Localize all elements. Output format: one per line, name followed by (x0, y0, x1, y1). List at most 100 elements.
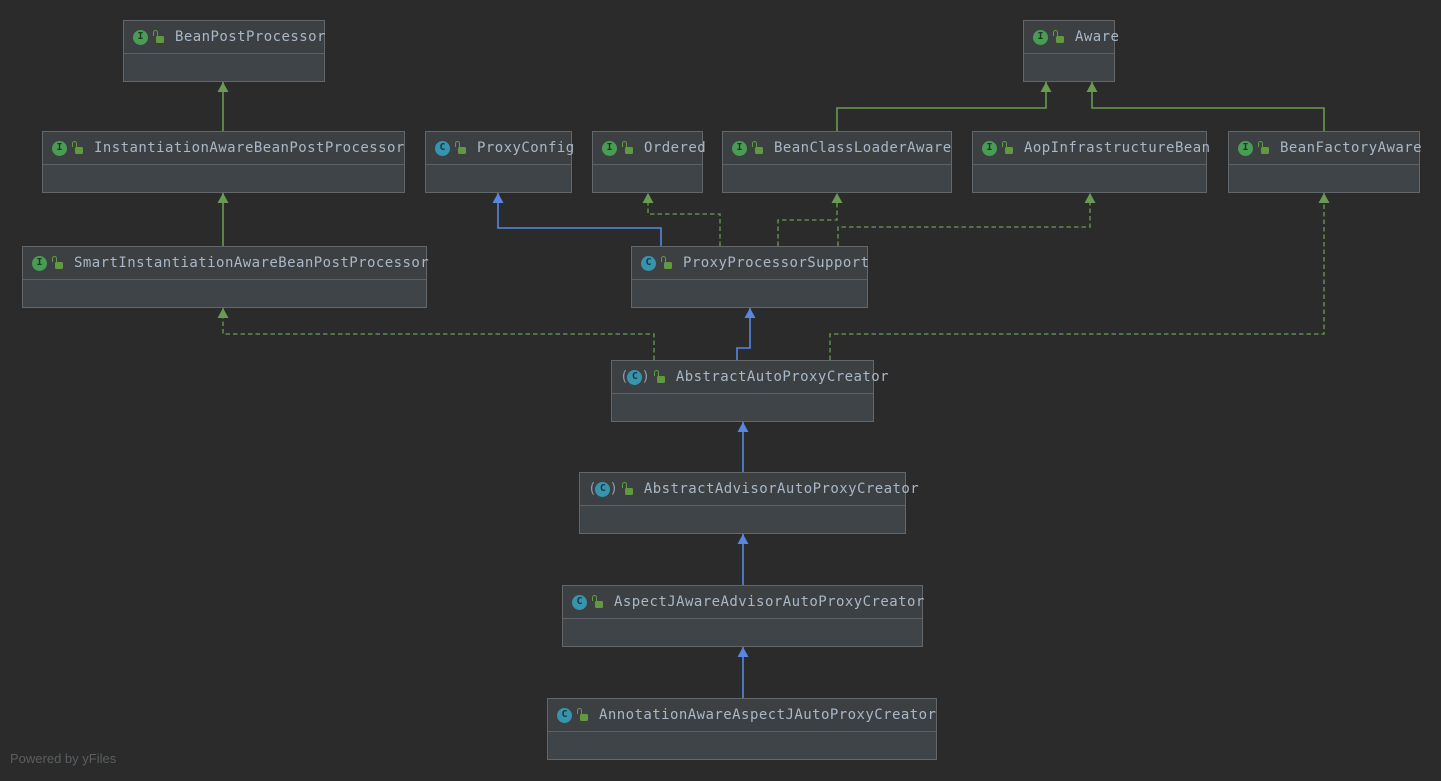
public-unlocked-lock-icon (72, 141, 84, 155)
members-compartment (43, 165, 404, 192)
members-compartment (426, 165, 571, 192)
inheritance-arrowhead (1084, 193, 1096, 203)
members-compartment (23, 280, 426, 307)
members-compartment (1229, 165, 1419, 192)
members-compartment (563, 619, 922, 646)
class-name-label: AopInfrastructureBean (1024, 140, 1211, 156)
inheritance-arrowhead (1040, 82, 1052, 92)
node-title-bar: C AspectJAwareAdvisorAutoProxyCreator (563, 586, 925, 619)
inheritance-arrowhead (217, 82, 229, 92)
inheritance-arrowhead (1318, 193, 1330, 203)
interface-icon: I (32, 255, 47, 271)
members-compartment (723, 165, 951, 192)
public-unlocked-lock-icon (52, 256, 64, 270)
class-name-label: ProxyConfig (477, 140, 575, 156)
edge-BeanClassLoaderAware-extends-Aware (836, 82, 1047, 131)
members-compartment (593, 165, 702, 192)
members-compartment (632, 280, 867, 307)
class-node-ProxyProcessorSupport[interactable]: C ProxyProcessorSupport (631, 246, 870, 308)
public-unlocked-lock-icon (153, 30, 165, 44)
class-name-label: Aware (1075, 29, 1120, 45)
public-unlocked-lock-icon (592, 595, 604, 609)
interface-icon: I (732, 140, 747, 156)
class-name-label: BeanPostProcessor (175, 29, 326, 45)
class-node-AbstractAutoProxyCreator[interactable]: (C) AbstractAutoProxyCreator (611, 360, 889, 422)
class-icon: C (557, 707, 572, 723)
class-node-SmartInstantiationAwareBeanPostProcessor[interactable]: I SmartInstantiationAwareBeanPostProcesso… (22, 246, 430, 308)
class-name-label: SmartInstantiationAwareBeanPostProcessor (74, 255, 430, 271)
edge-BeanFactoryAware-extends-Aware (1091, 82, 1325, 131)
class-icon: C (572, 594, 587, 610)
class-name-label: ProxyProcessorSupport (683, 255, 870, 271)
edge-ProxyProcessorSupport-extends-ProxyConfig (497, 193, 662, 246)
inheritance-arrowhead (1086, 82, 1098, 92)
inheritance-arrowhead (492, 193, 504, 203)
edge-ProxyProcessorSupport-implements-Ordered (647, 193, 721, 246)
node-title-bar: C AnnotationAwareAspectJAutoProxyCreator (548, 699, 936, 732)
class-icon: C (435, 140, 450, 156)
interface-icon: I (1238, 140, 1253, 156)
edge-AbstractAutoProxyCreator-extends-ProxyProcessorSupport (736, 308, 751, 360)
members-compartment (580, 506, 905, 533)
class-icon: C (641, 255, 656, 271)
members-compartment (612, 394, 873, 421)
members-compartment (973, 165, 1206, 192)
node-title-bar: I AopInfrastructureBean (973, 132, 1210, 165)
class-node-AnnotationAwareAspectJAutoProxyCreator[interactable]: C AnnotationAwareAspectJAutoProxyCreator (547, 698, 937, 760)
class-node-ProxyConfig[interactable]: C ProxyConfig (425, 131, 574, 193)
class-node-BeanFactoryAware[interactable]: I BeanFactoryAware (1228, 131, 1423, 193)
interface-icon: I (602, 140, 617, 156)
class-name-label: AbstractAdvisorAutoProxyCreator (643, 481, 920, 497)
powered-by-yfiles-link[interactable]: Powered by yFiles (10, 751, 117, 766)
abstract-class-icon: (C) (620, 369, 650, 385)
edge-AbstractAutoProxyCreator-implements-SmartInstantiationAwareBeanPostProcessor (222, 308, 655, 360)
public-unlocked-lock-icon (1053, 30, 1065, 44)
class-name-label: AnnotationAwareAspectJAutoProxyCreator (599, 707, 937, 723)
node-title-bar: C ProxyProcessorSupport (632, 247, 870, 280)
class-node-AspectJAwareAdvisorAutoProxyCreator[interactable]: C AspectJAwareAdvisorAutoProxyCreator (562, 585, 925, 647)
node-title-bar: I Ordered (593, 132, 706, 165)
inheritance-arrowhead (737, 422, 749, 432)
interface-icon: I (982, 140, 997, 156)
public-unlocked-lock-icon (653, 370, 666, 384)
class-node-Aware[interactable]: I Aware (1023, 20, 1119, 82)
members-compartment (548, 732, 936, 759)
public-unlocked-lock-icon (455, 141, 467, 155)
node-title-bar: (C) AbstractAdvisorAutoProxyCreator (580, 473, 919, 506)
interface-icon: I (1033, 29, 1048, 45)
public-unlocked-lock-icon (622, 141, 634, 155)
members-compartment (124, 54, 324, 81)
class-node-Ordered[interactable]: I Ordered (592, 131, 706, 193)
inheritance-arrowhead (642, 193, 654, 203)
node-title-bar: C ProxyConfig (426, 132, 574, 165)
class-name-label: AspectJAwareAdvisorAutoProxyCreator (614, 594, 925, 610)
node-title-bar: (C) AbstractAutoProxyCreator (612, 361, 889, 394)
edge-ProxyProcessorSupport-implements-BeanClassLoaderAware (777, 193, 838, 246)
node-title-bar: I Aware (1024, 21, 1119, 54)
public-unlocked-lock-icon (752, 141, 764, 155)
public-unlocked-lock-icon (1002, 141, 1014, 155)
inheritance-arrowhead (744, 308, 756, 318)
public-unlocked-lock-icon (1258, 141, 1270, 155)
inheritance-arrowhead (217, 193, 229, 203)
inheritance-arrowhead (737, 647, 749, 657)
class-node-AopInfrastructureBean[interactable]: I AopInfrastructureBean (972, 131, 1210, 193)
inheritance-arrowhead (217, 308, 229, 318)
class-name-label: BeanFactoryAware (1280, 140, 1423, 156)
edge-AbstractAutoProxyCreator-implements-BeanFactoryAware (829, 193, 1325, 360)
edge-ProxyProcessorSupport-implements-AopInfrastructureBean (837, 193, 1091, 246)
class-name-label: Ordered (644, 140, 707, 156)
abstract-class-icon: (C) (588, 481, 618, 497)
class-name-label: AbstractAutoProxyCreator (675, 369, 889, 385)
class-node-AbstractAdvisorAutoProxyCreator[interactable]: (C) AbstractAdvisorAutoProxyCreator (579, 472, 919, 534)
members-compartment (1024, 54, 1114, 81)
node-title-bar: I BeanFactoryAware (1229, 132, 1423, 165)
public-unlocked-lock-icon (577, 708, 589, 722)
